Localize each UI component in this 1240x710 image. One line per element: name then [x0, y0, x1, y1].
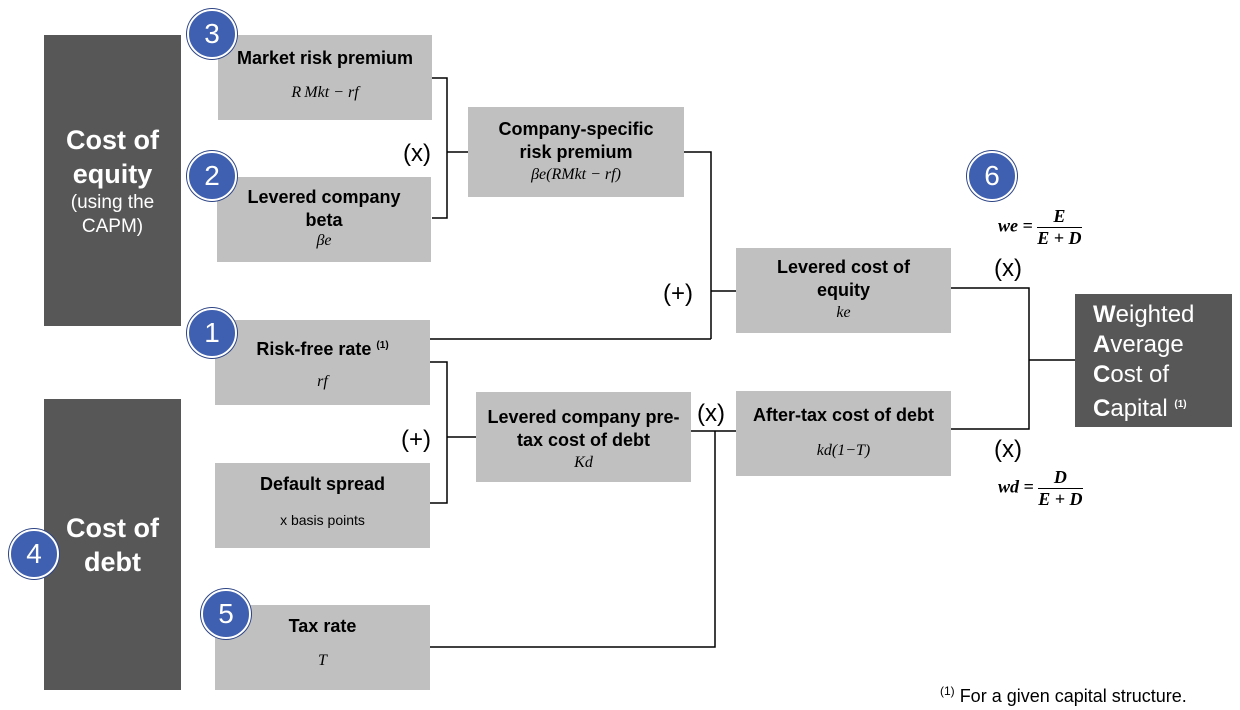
bracket-rf-spread	[430, 361, 448, 504]
cost-of-equity-title: Cost of equity	[66, 124, 159, 189]
footnote-text: For a given capital structure.	[959, 686, 1187, 706]
levered-beta-title: Levered company beta	[247, 187, 401, 230]
wacc-line-cost: Cost of	[1093, 361, 1170, 388]
weight-debt: wd = D E + D	[998, 467, 1083, 510]
default-spread-title: Default spread	[259, 474, 386, 494]
multiply-operator-debt: (x)	[697, 400, 725, 427]
multiply-operator-equity: (x)	[403, 140, 431, 167]
pretax-cost-of-debt-box: Levered company pre-tax cost of debt Kd	[476, 392, 691, 482]
market-risk-premium-box: Market risk premium R Mkt − rf	[218, 35, 432, 120]
levered-cost-of-equity-formula: ke	[836, 304, 851, 321]
wacc-line-capital: Capital (1)	[1093, 395, 1187, 422]
footnote-marker: (1)	[940, 684, 955, 698]
bracket-wacc	[951, 287, 1030, 430]
badge-6: 6	[967, 151, 1017, 201]
default-spread-box: Default spread x basis points	[215, 463, 430, 548]
levered-cost-of-equity-box: Levered cost of equity ke	[736, 248, 951, 333]
line-tax-to-aftertax	[430, 431, 716, 648]
aftertax-cost-of-debt-formula: kd(1−T)	[816, 442, 871, 459]
risk-free-rate-box: Risk-free rate (1) rf	[215, 320, 430, 405]
market-risk-premium-formula: R Mkt − rf	[291, 84, 359, 101]
cost-of-debt-title: Cost of debt	[66, 512, 159, 577]
wacc-line-weighted: Weighted	[1093, 301, 1195, 328]
cost-of-debt-panel: Cost of debt	[44, 399, 181, 690]
badge-1: 1	[187, 308, 237, 358]
weight-equity-fraction: E E + D	[1037, 206, 1082, 248]
levered-beta-box: Levered company beta βe	[217, 177, 431, 262]
badge-5: 5	[201, 589, 251, 639]
multiply-operator-wd: (x)	[994, 436, 1022, 463]
market-risk-premium-title: Market risk premium	[236, 48, 414, 68]
company-specific-premium-title: Company-specific risk premium	[498, 119, 654, 162]
tax-rate-title: Tax rate	[288, 616, 357, 636]
company-specific-premium-formula: βe(RMkt − rf)	[531, 166, 621, 183]
levered-beta-formula: βe	[316, 232, 332, 249]
badge-4: 4	[9, 529, 59, 579]
pretax-cost-of-debt-title: Levered company pre-tax cost of debt	[487, 407, 680, 450]
footnote: (1) For a given capital structure.	[940, 684, 1187, 707]
risk-free-rate-note: (1)	[376, 340, 389, 351]
plus-operator-debt: (+)	[401, 426, 431, 453]
weight-equity: we = E E + D	[998, 206, 1082, 249]
multiply-operator-we: (x)	[994, 255, 1022, 282]
tax-rate-formula: T	[318, 652, 327, 669]
weight-debt-fraction: D E + D	[1038, 467, 1083, 509]
default-spread-subtitle: x basis points	[280, 512, 365, 528]
aftertax-cost-of-debt-title: After-tax cost of debt	[752, 405, 934, 425]
weight-equity-label: we =	[998, 215, 1033, 236]
badge-2: 2	[187, 151, 237, 201]
badge-3: 3	[187, 9, 237, 59]
plus-operator-equity: (+)	[663, 280, 693, 307]
company-specific-premium-box: Company-specific risk premium βe(RMkt − …	[468, 107, 684, 197]
aftertax-cost-of-debt-box: After-tax cost of debt kd(1−T)	[736, 391, 951, 476]
risk-free-rate-title: Risk-free rate	[256, 339, 372, 359]
pretax-cost-of-debt-formula: Kd	[574, 454, 593, 471]
cost-of-equity-subtitle: (using the CAPM)	[70, 191, 155, 237]
tax-rate-box: Tax rate T	[215, 605, 430, 690]
levered-cost-of-equity-title: Levered cost of equity	[776, 257, 911, 300]
weight-debt-label: wd =	[998, 476, 1034, 497]
line-company-specific-down	[684, 151, 712, 339]
wacc-line-average: Average	[1093, 331, 1184, 358]
risk-free-rate-title-row: Risk-free rate (1)	[215, 334, 430, 361]
cost-of-equity-panel: Cost of equity (using the CAPM)	[44, 35, 181, 326]
risk-free-rate-formula: rf	[317, 373, 328, 390]
bracket-mrp-beta	[432, 77, 448, 219]
wacc-box: Weighted Average Cost of Capital (1)	[1075, 294, 1232, 427]
